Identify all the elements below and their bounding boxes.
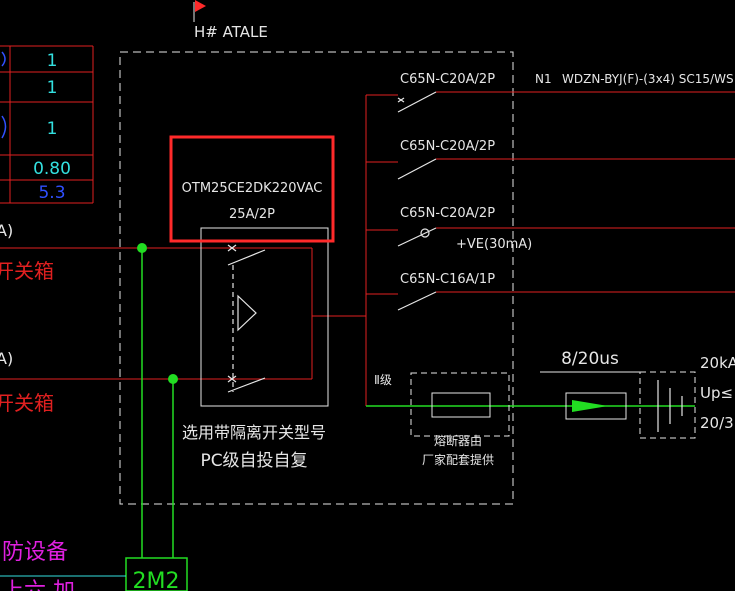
circuit-id: N1	[535, 72, 552, 86]
spd-rating-1: 20kA	[700, 354, 735, 372]
table-cell: 1	[47, 51, 58, 71]
spd-symbol	[565, 392, 627, 420]
transfer-switch-contacts	[227, 244, 266, 393]
bottom-tag-box	[125, 557, 188, 591]
spd-enclosure	[639, 371, 696, 439]
flag-icon	[195, 0, 206, 12]
fire-equipment-label: 防设备	[2, 540, 68, 565]
ground-symbol	[657, 380, 683, 432]
table-cell: 1	[47, 78, 58, 98]
fuse-enclosure	[410, 372, 510, 437]
bus-lines-green	[141, 248, 174, 558]
bottom-cut-label: 上六 加	[2, 579, 75, 591]
spd-waveform: 8/20us	[561, 349, 619, 369]
fuse-note-1: 熔断器由	[434, 433, 482, 448]
breaker-symbols	[397, 91, 437, 311]
rcd-label: +VE(30mA)	[456, 237, 532, 252]
bottom-tag-label: 2M2	[133, 569, 180, 591]
table-paren-2	[1, 115, 7, 139]
table-cell: 5.3	[38, 183, 65, 203]
distribution-box-outline	[119, 51, 514, 505]
switchbox-label-1: 开关箱	[0, 259, 54, 283]
table-cell: 0.80	[33, 159, 71, 179]
table-paren-1	[1, 51, 6, 67]
spd-arrow-icon	[572, 400, 608, 412]
breaker-label: C65N-C20A/2P	[400, 72, 495, 87]
cable-spec: WDZN-BYJ(F)-(3x4) SC15/WS	[562, 72, 734, 86]
spd-rating-3: 20/3	[700, 414, 734, 432]
breaker-label: C65N-C16A/1P	[400, 272, 495, 287]
spd-level: Ⅱ级	[374, 373, 392, 387]
paren-label-1: A)	[0, 221, 13, 240]
flag-label: H# ATALE	[194, 23, 268, 41]
left-table	[0, 45, 94, 204]
transfer-note-2: PC级自投自复	[200, 451, 307, 471]
main-switch-rating: 25A/2P	[229, 207, 275, 222]
spd-rating-2: Up≤	[700, 384, 733, 402]
breaker-label: C65N-C20A/2P	[400, 139, 495, 154]
outgoing-lines	[366, 91, 735, 295]
paren-label-2: A)	[0, 349, 13, 368]
incoming-feeders	[0, 95, 367, 406]
junction-dot	[137, 243, 147, 253]
transfer-switch-box	[200, 227, 329, 407]
highlight-box	[169, 135, 335, 243]
table-cell: 1	[47, 119, 58, 139]
main-switch-model: OTM25CE2DK220VAC	[182, 181, 323, 196]
fuse-symbol	[431, 392, 491, 418]
transfer-note-1: 选用带隔离开关型号	[182, 423, 326, 442]
junction-dot	[168, 374, 178, 384]
fuse-note-2: 厂家配套提供	[422, 452, 494, 467]
breaker-label: C65N-C20A/2P	[400, 206, 495, 221]
switchbox-label-2: 开关箱	[0, 391, 54, 415]
